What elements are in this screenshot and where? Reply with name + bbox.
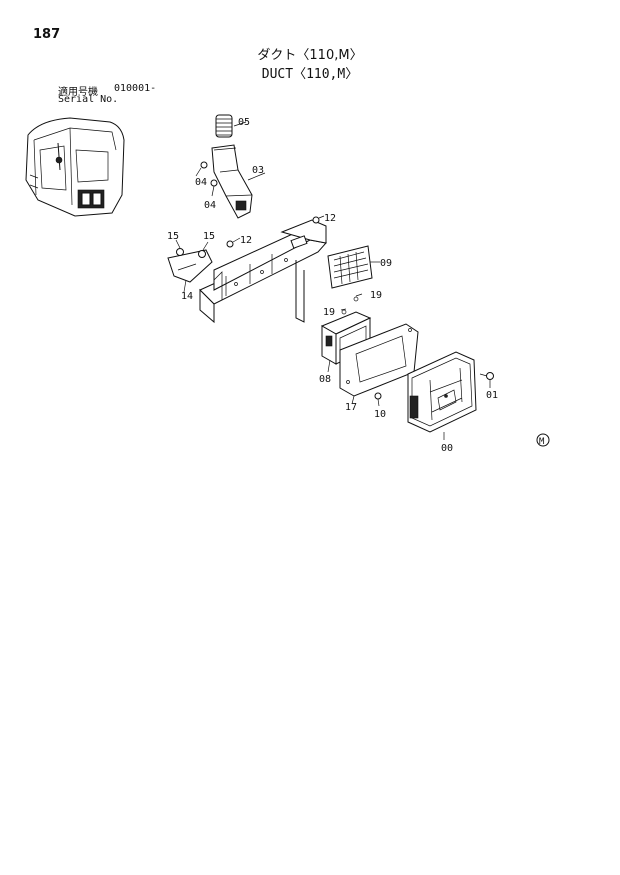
callout-00: 00: [441, 443, 453, 454]
diagram-title-jp: ダクト〈110,M〉: [257, 48, 363, 63]
callout-05: 05: [238, 117, 250, 128]
callout-14: 14: [181, 291, 193, 302]
part-10-screw: [374, 392, 382, 407]
callout-04: 04: [195, 177, 207, 188]
cab-thumbnail-illustration: [25, 117, 125, 217]
callout-19: 19: [370, 290, 382, 301]
callout-03: 03: [252, 165, 264, 176]
callout-10: 10: [374, 409, 386, 420]
part-04-screws: [195, 161, 218, 197]
callout-15: 15: [167, 231, 179, 242]
diagram-title-en: DUCT〈110,M〉: [261, 67, 359, 82]
callout-04: 04: [204, 200, 216, 211]
callout-labels: 05 03 04 04 12 12 15 15 14 09 19 19 08 1…: [167, 117, 498, 454]
callout-19: 19: [323, 307, 335, 318]
bracket-assembly: [199, 219, 327, 324]
serial-label-jp: 適用号機: [58, 87, 98, 98]
callout-01: 01: [486, 390, 498, 401]
part-05-flexible-duct: [215, 114, 247, 138]
marker-m-icon: M: [536, 433, 550, 447]
callout-09: 09: [380, 258, 392, 269]
callout-08: 08: [319, 374, 331, 385]
serial-range: 010001-: [114, 83, 157, 94]
page-number: 187: [33, 27, 61, 42]
marker-m-label: M: [539, 437, 545, 447]
bolts-15-12: [175, 215, 325, 258]
part-09-filter: [327, 245, 380, 289]
part-00-duct-cover: [407, 351, 477, 440]
callout-12: 12: [240, 235, 252, 246]
callout-17: 17: [345, 402, 357, 413]
part-01-bolt: [479, 372, 494, 388]
callout-12: 12: [324, 213, 336, 224]
part-14-clamp-plate: [167, 249, 213, 293]
callout-15: 15: [203, 231, 215, 242]
part-03-duct-elbow: [211, 144, 266, 219]
part-19-pins: [340, 293, 363, 315]
serial-label-en: Serial No.: [58, 94, 119, 105]
